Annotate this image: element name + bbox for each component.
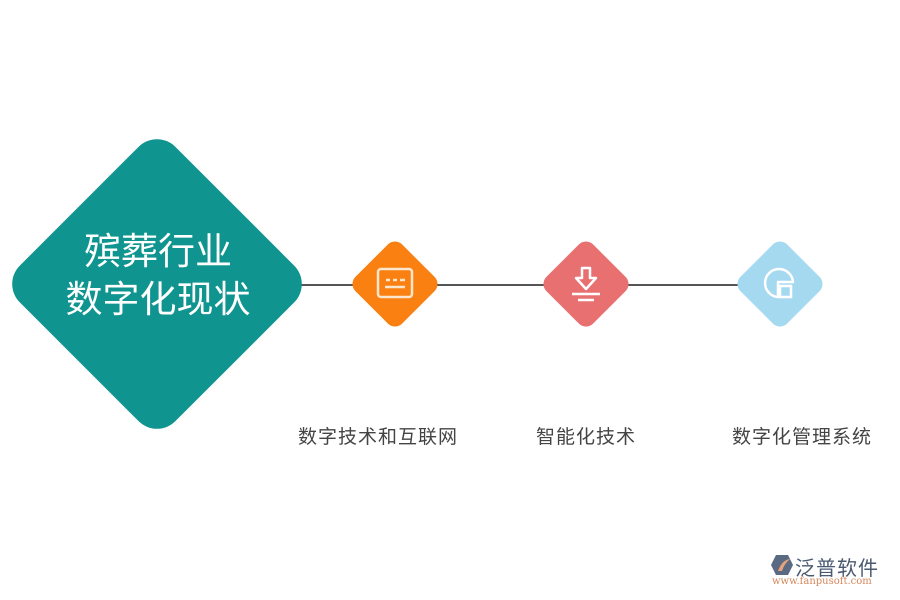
logo-name: 泛普软件 bbox=[795, 556, 879, 580]
logo-mark-icon bbox=[771, 555, 793, 575]
node-label-digital-internet: 数字技术和互联网 bbox=[298, 426, 459, 448]
brand-logo: 泛普软件 www.fanpusoft.com bbox=[768, 552, 893, 592]
node-label-intelligent-tech: 智能化技术 bbox=[536, 426, 637, 448]
logo-url: www.fanpusoft.com bbox=[772, 576, 872, 587]
main-title-line1: 殡葬行业 bbox=[84, 230, 232, 273]
browser-window-icon bbox=[362, 251, 428, 317]
chart-square-icon bbox=[747, 251, 813, 317]
main-title-line2: 数字化现状 bbox=[65, 278, 251, 321]
download-arrow-icon bbox=[553, 251, 619, 317]
node-label-digital-management: 数字化管理系统 bbox=[732, 426, 873, 448]
connector-line bbox=[300, 284, 740, 286]
main-title: 殡葬行业 数字化现状 bbox=[40, 228, 276, 324]
